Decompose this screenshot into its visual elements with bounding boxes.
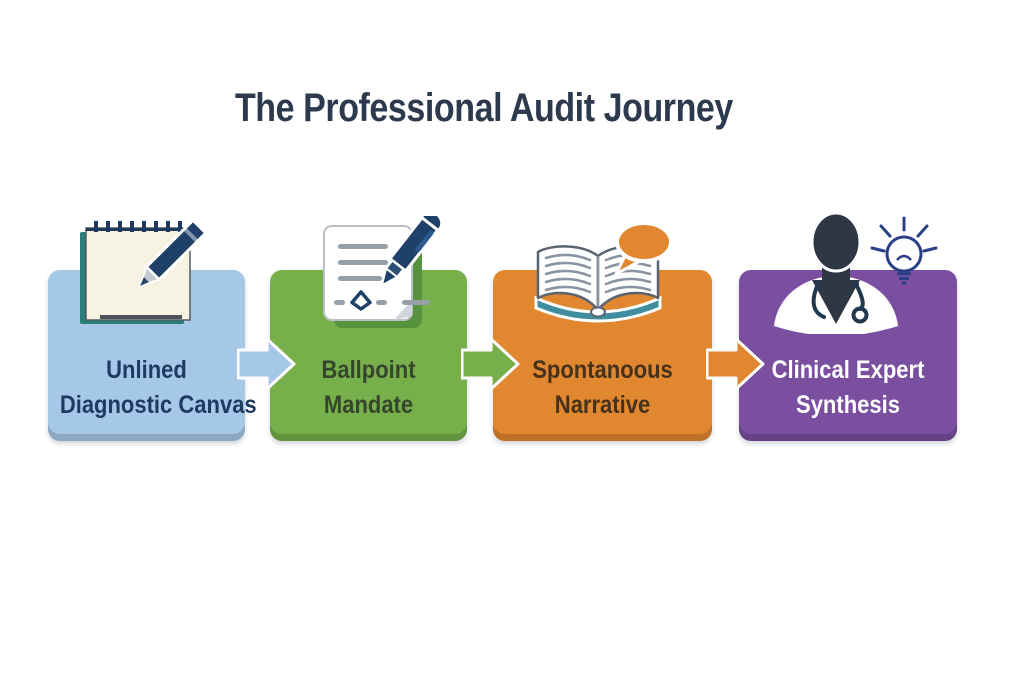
pencil [138,220,208,288]
step-label-line2: Diagnostic Canvas [59,391,257,419]
step-label-line1: Clinical Expert [771,356,925,384]
step-label-line2: Mandate [323,391,414,419]
doctor-head [810,211,862,273]
document-text-lines [334,244,430,305]
step-label-line2: Synthesis [796,391,900,419]
notepad-pencil-icon [80,220,208,324]
step-label-line2: Narrative [554,391,651,419]
step-label: Clinical Expert Synthesis [752,353,944,423]
open-book-speech-bubble-icon [534,222,673,323]
lightbulb [885,235,923,273]
step-box-spontaneous-narrative: Spontanoous Narrative [493,270,712,441]
doctor-lightbulb-icon [774,211,938,334]
document-pen-icon [323,216,444,328]
notepad-binding-tabs [94,221,182,232]
book-cover [534,295,662,323]
step-label: Unlined Diagnostic Canvas [59,353,257,423]
signature-seal [350,290,372,311]
flow-arrow-icon [237,337,296,391]
flow-arrow-icon [706,337,765,391]
step-label: Spontanoous Narrative [506,353,699,423]
ballpoint-pen [380,216,444,288]
page-title: The Professional Audit Journey [0,86,968,131]
doctor-shirt [812,280,860,324]
step-label: Ballpoint Mandate [282,353,455,423]
lightbulb-rays [870,216,938,253]
book-text-lines [544,253,652,294]
step-label-line1: Ballpoint [321,356,416,384]
flow-arrow-icon [461,337,520,391]
lightbulb-base [897,272,911,285]
step-label-line1: Unlined [106,356,187,384]
page-title-text: The Professional Audit Journey [235,86,733,130]
step-label-line1: Spontanoous [532,356,673,384]
speech-bubble [615,222,673,263]
stethoscope [811,281,869,324]
